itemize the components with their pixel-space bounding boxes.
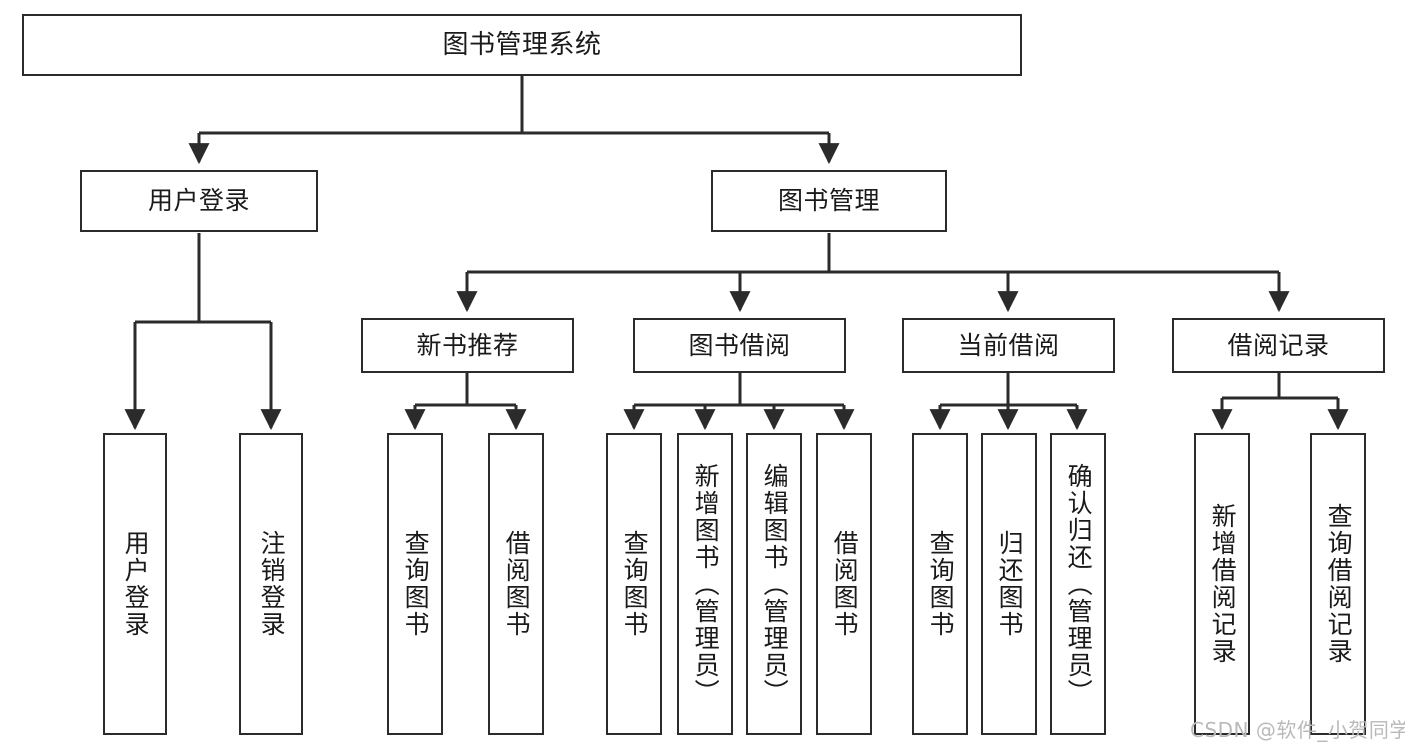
node-new-book-recommend-label: 新书推荐 <box>416 330 519 360</box>
node-leaf-logout-login[interactable]: 注销登录 <box>239 433 303 735</box>
node-leaf-user-login[interactable]: 用户登录 <box>103 433 167 735</box>
node-leaf-borrow-book-1[interactable]: 借阅图书 <box>488 433 544 735</box>
node-leaf-edit-book[interactable]: 编辑图书（管理员） <box>746 433 802 735</box>
node-root[interactable]: 图书管理系统 <box>22 14 1022 76</box>
node-user-login[interactable]: 用户登录 <box>80 170 318 232</box>
node-leaf-borrow-book-2[interactable]: 借阅图书 <box>816 433 872 735</box>
node-leaf-borrow-book-2-label: 借阅图书 <box>830 530 860 638</box>
node-leaf-add-record-label: 新增借阅记录 <box>1208 503 1238 665</box>
node-borrow-record[interactable]: 借阅记录 <box>1172 318 1385 373</box>
node-new-book-recommend[interactable]: 新书推荐 <box>361 318 574 373</box>
node-leaf-query-record[interactable]: 查询借阅记录 <box>1310 433 1366 735</box>
node-leaf-return-book[interactable]: 归还图书 <box>981 433 1037 735</box>
node-current-borrow-label: 当前借阅 <box>957 330 1060 360</box>
node-leaf-edit-book-label: 编辑图书（管理员） <box>760 462 790 706</box>
node-leaf-query-book-2-label: 查询图书 <box>620 530 650 638</box>
node-book-management[interactable]: 图书管理 <box>711 170 947 232</box>
node-leaf-query-book-2[interactable]: 查询图书 <box>606 433 662 735</box>
node-book-borrow[interactable]: 图书借阅 <box>633 318 846 373</box>
node-root-label: 图书管理系统 <box>442 29 602 60</box>
node-leaf-add-book-label: 新增图书（管理员） <box>691 462 721 706</box>
node-leaf-return-book-label: 归还图书 <box>995 530 1025 638</box>
node-leaf-confirm-return-label: 确认归还（管理员） <box>1064 462 1094 706</box>
node-leaf-borrow-book-1-label: 借阅图书 <box>502 530 532 638</box>
node-current-borrow[interactable]: 当前借阅 <box>902 318 1115 373</box>
node-leaf-query-record-label: 查询借阅记录 <box>1324 503 1354 665</box>
node-leaf-add-record[interactable]: 新增借阅记录 <box>1194 433 1250 735</box>
node-leaf-query-book-1[interactable]: 查询图书 <box>387 433 443 735</box>
node-book-borrow-label: 图书借阅 <box>688 330 791 360</box>
node-leaf-logout-login-label: 注销登录 <box>257 530 287 638</box>
node-leaf-confirm-return[interactable]: 确认归还（管理员） <box>1050 433 1106 735</box>
node-leaf-query-book-3[interactable]: 查询图书 <box>912 433 968 735</box>
node-leaf-user-login-label: 用户登录 <box>121 530 151 638</box>
watermark: CSDN @软件_小贺同学 <box>1190 718 1405 742</box>
node-book-management-label: 图书管理 <box>777 186 880 216</box>
node-leaf-query-book-3-label: 查询图书 <box>926 530 956 638</box>
node-borrow-record-label: 借阅记录 <box>1227 330 1330 360</box>
node-user-login-label: 用户登录 <box>147 186 250 216</box>
node-leaf-add-book[interactable]: 新增图书（管理员） <box>677 433 733 735</box>
node-leaf-query-book-1-label: 查询图书 <box>401 530 431 638</box>
